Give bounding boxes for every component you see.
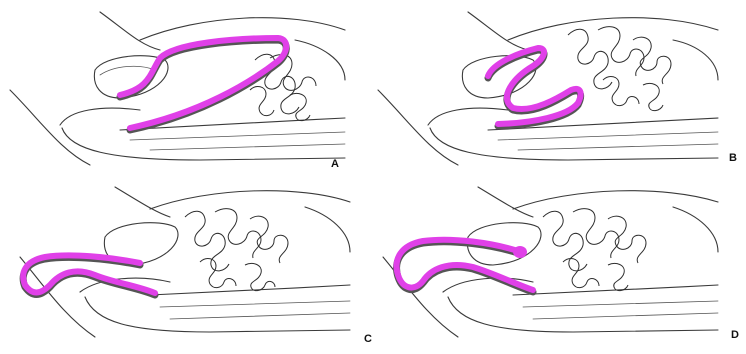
- panel-c: C: [0, 177, 373, 354]
- panel-d-drawing: [373, 177, 746, 354]
- panel-a: A: [0, 0, 373, 177]
- panel-d: D: [373, 177, 746, 354]
- panel-b: B: [373, 0, 746, 177]
- colon-end-d: [513, 246, 527, 258]
- panel-label-c: C: [364, 333, 372, 345]
- panel-label-a: A: [331, 158, 339, 170]
- panel-c-drawing: [0, 177, 373, 354]
- colon-path-a: [120, 38, 286, 128]
- panel-label-d: D: [731, 329, 739, 341]
- panel-label-b: B: [729, 152, 737, 164]
- panel-a-drawing: [0, 0, 373, 177]
- panel-b-drawing: [373, 0, 746, 177]
